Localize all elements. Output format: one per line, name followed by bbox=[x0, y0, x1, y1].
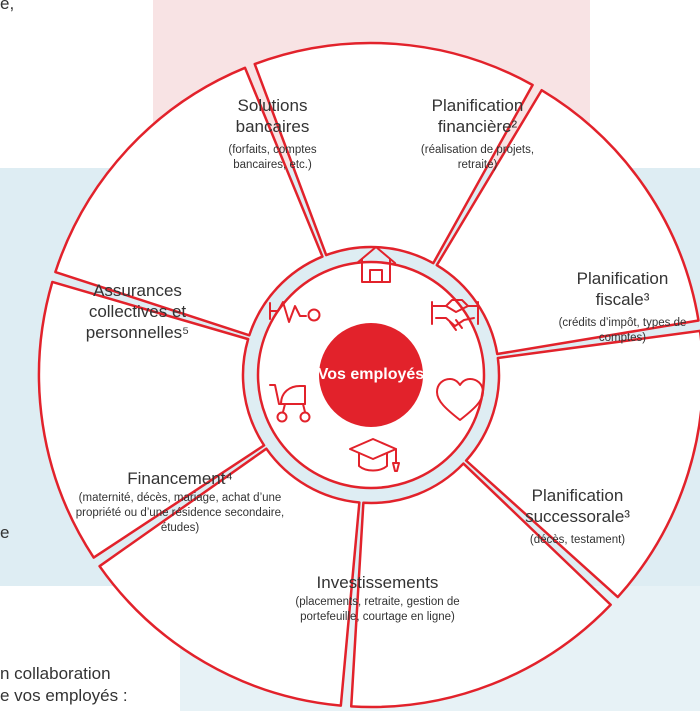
wheel-segments bbox=[37, 41, 700, 709]
segment-banking-solutions: Solutions bancaires (forfaits, comptes b… bbox=[210, 95, 335, 173]
segment-description: (réalisation de projets, retraite) bbox=[420, 144, 535, 171]
text-fragment-top-left: e, bbox=[0, 0, 15, 13]
segment-title: Planification successorale³ bbox=[525, 486, 630, 526]
text-fragment-bottom-line-1: n collaboration bbox=[0, 664, 111, 683]
segment-estate-planning-shape bbox=[349, 462, 612, 709]
segment-title: Planification fiscale³ bbox=[576, 269, 669, 309]
segment-investments-shape bbox=[98, 447, 361, 707]
segment-insurance: Assurances collectives et personnelles⁵ bbox=[55, 280, 220, 343]
center-circle bbox=[319, 323, 423, 427]
segment-investments: Investissements (placements, retraite, g… bbox=[290, 572, 465, 625]
text-fragment-bottom-line-2: e vos employés : bbox=[0, 686, 128, 705]
segment-banking-solutions-shape bbox=[253, 41, 534, 265]
heart-icon bbox=[436, 378, 484, 421]
segment-tax-planning: Planification fiscale³ (crédits d’impôt,… bbox=[555, 268, 690, 346]
stroller-icon bbox=[269, 384, 311, 423]
segment-description: (forfaits, comptes bancaires, etc.) bbox=[228, 144, 317, 171]
segment-title: Assurances collectives et personnelles⁵ bbox=[85, 281, 190, 342]
segment-title: Planification financière² bbox=[431, 96, 524, 136]
segment-financing: Financement⁴ (maternité, décès, mariage,… bbox=[75, 468, 285, 536]
segment-insurance-shape bbox=[54, 66, 324, 337]
text-fragment-mid-left: e bbox=[0, 523, 10, 542]
segment-financing-shape bbox=[37, 280, 266, 559]
segment-description: (crédits d’impôt, types de comptes) bbox=[558, 317, 687, 344]
center-label: Vos employés bbox=[317, 366, 425, 383]
graduation-cap-icon bbox=[349, 438, 400, 472]
segment-tax-planning-shape bbox=[464, 329, 700, 599]
segment-description: (décès, testament) bbox=[529, 534, 626, 546]
segment-estate-planning: Planification successorale³ (décès, test… bbox=[505, 485, 650, 548]
handshake-icon bbox=[431, 299, 479, 331]
segment-description: (maternité, décès, mariage, achat d’une … bbox=[75, 492, 285, 534]
segment-financial-planning: Planification financière² (réalisation d… bbox=[410, 95, 545, 173]
house-icon bbox=[356, 246, 396, 283]
heartbeat-icon bbox=[269, 301, 321, 323]
segment-financial-planning-shape bbox=[435, 88, 700, 356]
segment-title: Solutions bancaires bbox=[235, 96, 310, 136]
segment-title: Financement⁴ bbox=[127, 469, 233, 488]
segment-description: (placements, retraite, gestion de portef… bbox=[295, 596, 460, 623]
segment-title: Investissements bbox=[316, 573, 439, 592]
